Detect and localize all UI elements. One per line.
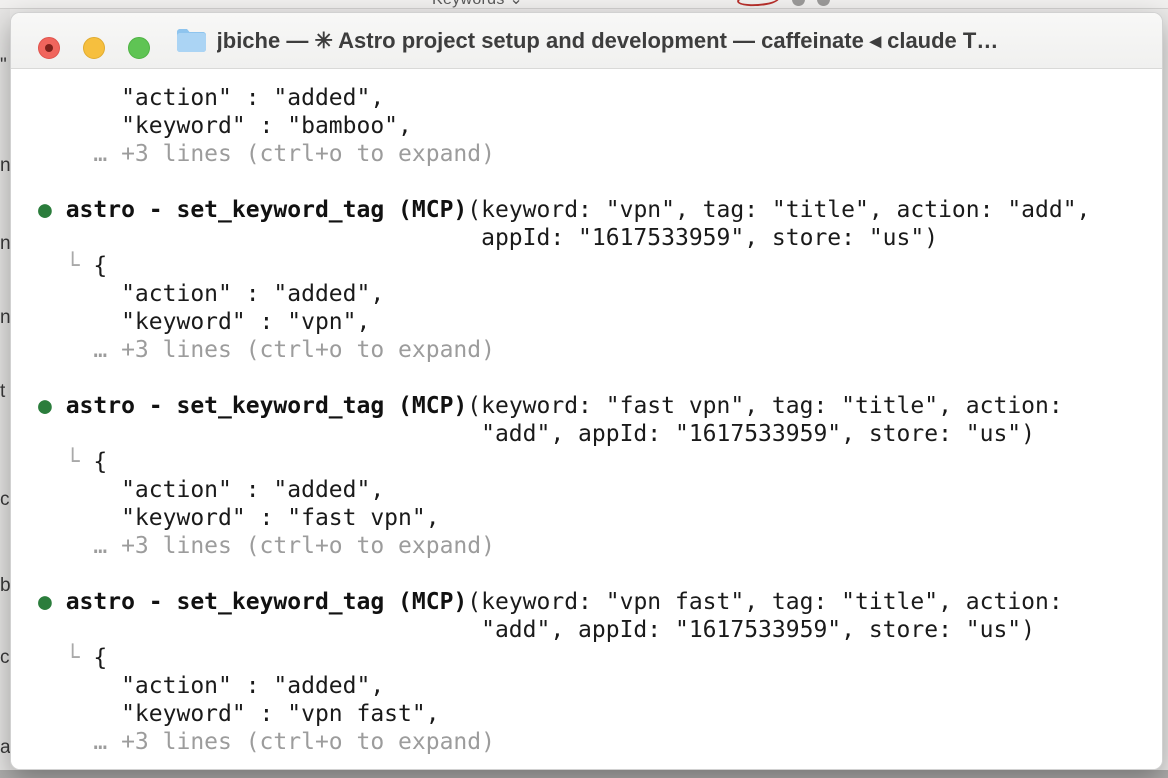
folder-icon[interactable]	[175, 27, 208, 54]
minimize-button[interactable]	[83, 37, 105, 59]
collapsed-lines-hint[interactable]: … +3 lines (ctrl+o to expand)	[38, 337, 495, 363]
window-titlebar[interactable]: jbiche — ✳ Astro project setup and devel…	[11, 13, 1162, 69]
tool-result-marker: └	[38, 645, 80, 671]
terminal-content[interactable]: "action" : "added", "keyword" : "bamboo"…	[11, 69, 1162, 769]
json-line: "keyword" : "fast vpn",	[38, 505, 440, 531]
tool-call-bullet: ●	[38, 589, 52, 615]
json-line: "action" : "added",	[38, 477, 385, 503]
background-text-fragment: t	[0, 381, 6, 402]
tool-call-args: "add", appId: "1617533959", store: "us")	[38, 617, 1035, 643]
json-line: "action" : "added",	[38, 673, 385, 699]
tool-call-bullet: ●	[38, 197, 52, 223]
background-text-fragment: "	[0, 55, 7, 76]
tool-call-bullet: ●	[38, 393, 52, 419]
json-open-brace: {	[79, 253, 108, 279]
json-line: "action" : "added",	[38, 281, 385, 307]
window-title: jbiche — ✳ Astro project setup and devel…	[216, 27, 999, 53]
json-line: "keyword" : "vpn fast",	[38, 701, 440, 727]
collapsed-lines-hint[interactable]: … +3 lines (ctrl+o to expand)	[38, 533, 495, 559]
tool-call-args: (keyword: "vpn fast", tag: "title", acti…	[467, 589, 1063, 615]
background-text-fragment: b	[0, 575, 10, 596]
background-text-fragment: c	[0, 489, 10, 510]
background-window-top-strip: Keywords ⌄	[0, 0, 1168, 9]
background-text-fragment: n	[0, 307, 10, 328]
terminal-output: "action" : "added", "keyword" : "bamboo"…	[11, 69, 1162, 756]
terminal-window: jbiche — ✳ Astro project setup and devel…	[10, 12, 1163, 770]
background-text-fragment: c	[0, 647, 10, 668]
traffic-lights	[38, 37, 150, 59]
zoom-button[interactable]	[128, 37, 150, 59]
json-line: "action" : "added",	[38, 85, 385, 111]
background-dot-icon	[792, 0, 805, 6]
collapsed-lines-hint[interactable]: … +3 lines (ctrl+o to expand)	[38, 141, 495, 167]
tool-result-marker: └	[38, 449, 80, 475]
tool-call-name: astro - set_keyword_tag (MCP)	[51, 589, 468, 615]
background-text-fragment: n	[0, 155, 10, 176]
background-window-left-strip: " n n n t c b c a	[0, 9, 10, 770]
background-text-fragment: n	[0, 233, 10, 254]
background-keywords-button: Keywords ⌄	[432, 0, 523, 8]
tool-call-name: astro - set_keyword_tag (MCP)	[51, 197, 468, 223]
tool-call-args: (keyword: "vpn", tag: "title", action: "…	[467, 197, 1091, 223]
json-open-brace: {	[79, 449, 108, 475]
background-bottom-strip	[0, 770, 1168, 778]
title-group: jbiche — ✳ Astro project setup and devel…	[175, 27, 999, 54]
tool-call-args: appId: "1617533959", store: "us")	[38, 225, 939, 251]
tool-call-args: (keyword: "fast vpn", tag: "title", acti…	[467, 393, 1063, 419]
json-open-brace: {	[79, 645, 108, 671]
tool-result-marker: └	[38, 253, 80, 279]
tool-call-args: "add", appId: "1617533959", store: "us")	[38, 421, 1035, 447]
json-line: "keyword" : "vpn",	[38, 309, 371, 335]
tool-call-name: astro - set_keyword_tag (MCP)	[51, 393, 468, 419]
json-line: "keyword" : "bamboo",	[38, 113, 412, 139]
background-text-fragment: a	[0, 737, 10, 758]
collapsed-lines-hint[interactable]: … +3 lines (ctrl+o to expand)	[38, 729, 495, 755]
background-red-logo-icon	[736, 0, 780, 8]
background-dot-icon	[817, 0, 830, 6]
close-button[interactable]	[38, 37, 60, 59]
